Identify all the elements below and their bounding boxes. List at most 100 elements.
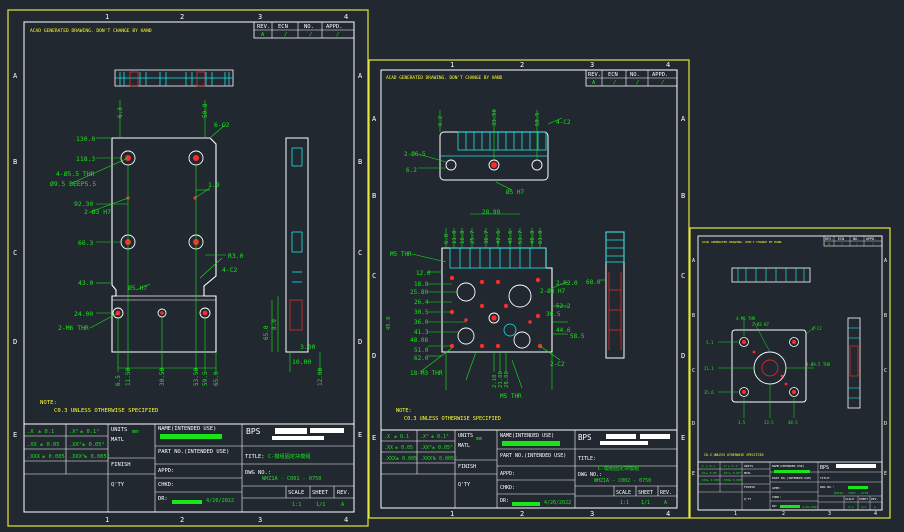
dim-label: 43.0 bbox=[78, 279, 94, 287]
part-no-label: PART NO.(INTENDED USE) bbox=[500, 453, 566, 459]
finish-label: FINISH bbox=[111, 462, 130, 468]
tol-value: ± 0.005° bbox=[729, 478, 744, 482]
sheet-a-outer-border bbox=[7, 9, 369, 527]
sheet-c-top-view[interactable] bbox=[731, 267, 811, 283]
grid-number: 2 bbox=[520, 510, 524, 518]
drafter-fill bbox=[512, 502, 540, 506]
grid-letter: C bbox=[692, 368, 695, 374]
tol-label: .XX° bbox=[722, 471, 729, 475]
logo-block bbox=[600, 441, 648, 445]
dim-callout: 4-Ø5.5 THR bbox=[56, 170, 95, 178]
units-value: mm bbox=[476, 436, 482, 442]
rev-value: A bbox=[664, 500, 667, 506]
rev-label: REV. bbox=[871, 497, 878, 501]
dim-label: 23.5 bbox=[764, 420, 774, 425]
sheet-a-side-view[interactable] bbox=[285, 137, 309, 353]
sheet-a-front-view[interactable] bbox=[111, 137, 217, 353]
drawing-sheet-a[interactable]: 1 2 3 4 1 2 3 4 A B C D E A B C D E bbox=[7, 9, 369, 527]
sheet-label: SHEET bbox=[638, 490, 653, 496]
sheet-c-warning: ACAD GENERATED DRAWING. DON'T CHANGE BY … bbox=[702, 240, 782, 244]
dim-callout: 2-Ø3 H7 bbox=[540, 288, 566, 295]
sheet-a-dimension-lines bbox=[69, 100, 321, 372]
dim-label: 65.0 bbox=[263, 325, 270, 340]
dim-callout: Ø5 H7 bbox=[506, 189, 524, 196]
appd-label: APPD: bbox=[772, 486, 781, 490]
grid-letter: C bbox=[372, 272, 376, 280]
sheet-a-grid-top: 1 2 3 4 1 2 3 4 bbox=[105, 13, 348, 524]
sheet-value: 1/1 bbox=[316, 502, 325, 508]
scale-label: SCALE bbox=[845, 497, 854, 501]
sheet-c-front-view[interactable] bbox=[731, 329, 807, 403]
appd-header: APPD. bbox=[326, 24, 343, 30]
matl-label: MATL bbox=[111, 437, 124, 443]
part-no-label: PART NO.(INTENDED USE) bbox=[158, 449, 229, 455]
sheet-a-title-block[interactable]: .X ± 0.1 .X° ± 0.1° .XX ± 0.05 .XX° ± 0.… bbox=[23, 423, 355, 513]
logo-block bbox=[836, 464, 876, 468]
grid-number: 1 bbox=[105, 516, 109, 524]
sheet-b-top-view[interactable] bbox=[439, 131, 549, 181]
sheet-b-side-view[interactable] bbox=[605, 231, 625, 359]
dim-label: 36.0 bbox=[414, 319, 429, 326]
name-label: NAME(INTENDED USE) bbox=[772, 464, 805, 468]
rev-value: A bbox=[592, 80, 596, 86]
appd-header: APPD. bbox=[866, 237, 876, 241]
dwg-no-label: DWG NO.: bbox=[820, 485, 835, 489]
dim-callout: 2-Ø6.5 bbox=[404, 151, 426, 158]
tol-label: .XXX bbox=[384, 456, 396, 462]
dr-label: DR: bbox=[500, 498, 509, 504]
logo-block bbox=[275, 428, 307, 434]
title-fill bbox=[848, 486, 868, 489]
rev-value: A bbox=[828, 242, 830, 246]
dim-label: 6.5 bbox=[115, 375, 122, 386]
tol-value: ± 0.05 bbox=[395, 445, 413, 451]
dim-label: 52.2 bbox=[556, 303, 571, 310]
drawing-sheet-b[interactable]: A B C D E A B C D E 1 2 3 4 1 2 3 4 REV. bbox=[368, 59, 690, 519]
name-label: NAME(INTENDED USE) bbox=[158, 426, 216, 432]
sheet-value: 1/1 bbox=[861, 505, 867, 509]
scale-value: 1:1 bbox=[620, 500, 629, 506]
finish-label: FINISH bbox=[458, 464, 476, 470]
sheet-b-grid-side: A B C D E A B C D E 1 2 3 4 1 2 3 4 bbox=[372, 61, 686, 518]
dim-callout: M5 THR bbox=[500, 393, 522, 400]
dim-label: 118.3 bbox=[76, 155, 95, 163]
dim-label: 6.2 bbox=[438, 116, 444, 126]
drafter-fill bbox=[172, 500, 202, 504]
grid-letter: C bbox=[884, 368, 887, 374]
ecn-header: ECN bbox=[838, 237, 844, 241]
tol-label: .X bbox=[700, 464, 704, 468]
tol-value: ± 0.005 bbox=[396, 456, 417, 462]
sheet-b-front-view[interactable] bbox=[441, 247, 553, 353]
drawing-title: C-模组固定块模组 bbox=[598, 465, 639, 472]
sheet-b-vertical-dims: 6.2 33.50 58.5 6.8 11.0 16.8 25.7 36.7 4… bbox=[386, 109, 544, 388]
drawing-sheet-c[interactable]: A B C D E A B C D E 1 2 3 4 REV. ECN NO.… bbox=[689, 227, 891, 519]
grid-number: 2 bbox=[180, 13, 184, 21]
logo-block bbox=[310, 428, 344, 433]
grid-letter: A bbox=[692, 258, 695, 264]
dim-callout: 4-M5 THR bbox=[736, 316, 756, 321]
grid-number: 4 bbox=[874, 511, 877, 517]
sheet-b-title-block[interactable]: .X ± 0.1 .X° ± 0.1° .XX ± 0.05 .XX° ± 0.… bbox=[380, 429, 678, 509]
sheet-c-side-view[interactable] bbox=[847, 317, 861, 409]
grid-number: 2 bbox=[180, 516, 184, 524]
sheet-b-revision-block: REV. ECN NO. APPD. A / / / bbox=[585, 69, 678, 87]
grid-number: 4 bbox=[344, 516, 348, 524]
dim-label: 53.50 bbox=[193, 368, 200, 386]
sheet-b-note-label: NOTE: bbox=[396, 408, 412, 414]
dim-label: 3.5 bbox=[738, 420, 746, 425]
qty-label: Q'TY bbox=[111, 482, 125, 488]
dr-label: DR: bbox=[158, 496, 168, 502]
sheet-c-note-text: C0.3 UNLESS OTHERWISE SPECIFIED bbox=[704, 453, 764, 457]
sheet-a-top-view[interactable] bbox=[114, 69, 234, 87]
dim-label: 10.00 bbox=[292, 358, 311, 366]
tol-value: ± 0.005 bbox=[42, 454, 65, 460]
dim-label: 48.0 bbox=[530, 231, 536, 244]
sheet-c-title-block[interactable]: .X ± 0.1 .X° ± 0.1° .XX ± 0.05 .XX° ± 0.… bbox=[697, 461, 883, 511]
appd-value: / bbox=[872, 242, 874, 246]
grid-letter: D bbox=[358, 338, 362, 346]
grid-number: 2 bbox=[782, 511, 785, 517]
tol-value: ± 0.05° bbox=[729, 471, 742, 475]
rev-header: REV. bbox=[257, 24, 270, 30]
grid-letter: A bbox=[13, 72, 18, 80]
ecn-header: ECN bbox=[278, 24, 288, 30]
grid-letter: B bbox=[681, 192, 685, 200]
